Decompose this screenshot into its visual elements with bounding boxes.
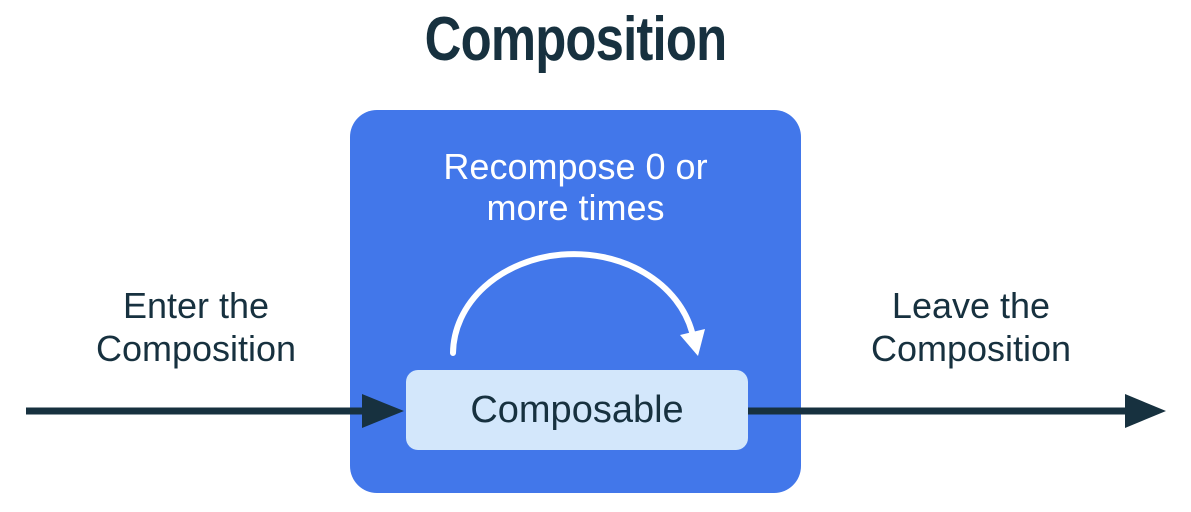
leave-label: Leave the Composition xyxy=(806,284,1136,370)
recompose-label: Recompose 0 or more times xyxy=(350,146,801,228)
enter-arrow-icon xyxy=(26,394,404,428)
leave-label-line2: Composition xyxy=(870,328,1072,369)
recompose-label-line2: more times xyxy=(486,187,665,228)
leave-arrow-icon xyxy=(748,394,1166,428)
page-title: Composition xyxy=(424,5,727,74)
composable-label: Composable xyxy=(470,388,684,431)
leave-label-line1: Leave the xyxy=(891,285,1051,326)
recompose-label-line1: Recompose 0 or xyxy=(443,146,708,187)
enter-label: Enter the Composition xyxy=(31,284,361,370)
enter-label-line1: Enter the xyxy=(122,285,270,326)
enter-label-line2: Composition xyxy=(95,328,297,369)
composable-box: Composable xyxy=(406,370,748,450)
